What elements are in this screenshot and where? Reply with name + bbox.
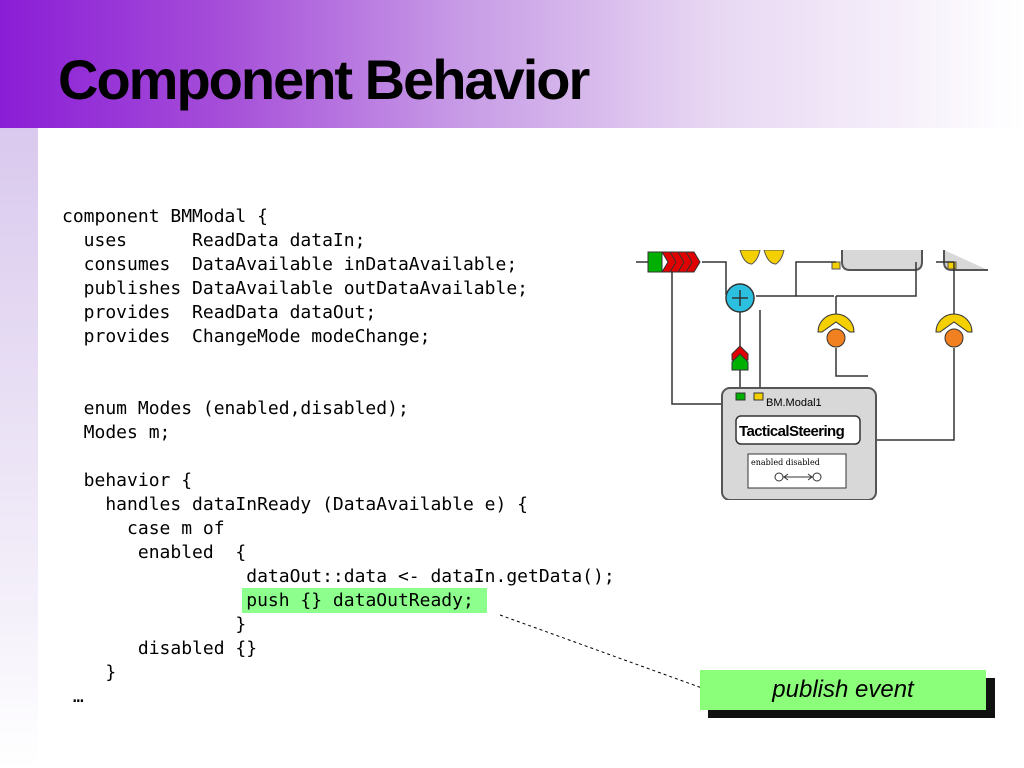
right-port-icon	[947, 261, 957, 270]
receptacle-icon	[817, 313, 855, 333]
code-line: enabled {	[62, 542, 247, 563]
code-line: consumes DataAvailable inDataAvailable;	[62, 254, 518, 275]
top-receptacle-icon	[739, 250, 761, 265]
port-icon	[753, 392, 764, 401]
component-diagram: BM.Modal1 TacticalSteering enabled disab…	[636, 250, 988, 500]
code-line: disabled {}	[62, 638, 258, 659]
code-line: uses ReadData dataIn;	[62, 230, 366, 251]
port-icon	[735, 392, 746, 401]
code-line: behavior {	[62, 470, 193, 491]
mode-labels: enabled disabled	[751, 458, 820, 467]
side-band	[0, 128, 38, 768]
receptacle-icon	[935, 313, 973, 333]
code-line: enum Modes (enabled,disabled);	[62, 398, 409, 419]
display-component-box	[841, 250, 923, 271]
instance-name: BM.Modal1	[766, 397, 822, 409]
code-line: dataOut::data <- dataIn.getData();	[62, 566, 615, 587]
code-line: component BMModal {	[62, 206, 268, 227]
highlighted-code: push {} dataOutReady;	[242, 588, 487, 613]
code-line: }	[62, 662, 117, 683]
queue-green-icon	[647, 251, 663, 273]
code-line: handles dataInReady (DataAvailable e) {	[62, 494, 528, 515]
code-line: …	[62, 686, 84, 707]
code-line: provides ChangeMode modeChange;	[62, 326, 431, 347]
code-line: publishes DataAvailable outDataAvailable…	[62, 278, 528, 299]
top-receptacle-icon	[763, 250, 785, 265]
component-label: TacticalSteering	[739, 423, 845, 440]
display-port-icon	[831, 261, 841, 270]
code-line: provides ReadData dataOut;	[62, 302, 377, 323]
event-queue-icon	[685, 251, 701, 273]
code-block: component BMModal { uses ReadData dataIn…	[62, 205, 615, 709]
publish-event-callout: publish event	[700, 670, 986, 710]
slide-title: Component Behavior	[58, 48, 590, 111]
code-line: case m of	[62, 518, 225, 539]
code-line: push {} dataOutReady;	[62, 588, 615, 613]
callout-label: publish event	[772, 676, 914, 703]
event-source-icon	[731, 345, 749, 361]
header-band	[0, 0, 1024, 128]
code-line: Modes m;	[62, 422, 171, 443]
code-line: }	[62, 614, 247, 635]
